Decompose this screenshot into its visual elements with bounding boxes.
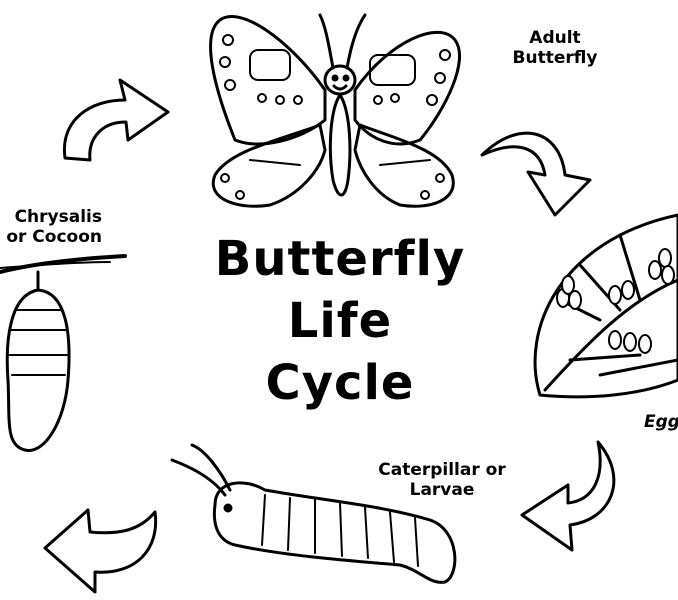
label-eggs: Eggs <box>644 412 678 432</box>
arrow-chrysalis-to-butterfly <box>62 78 170 162</box>
diagram-title: Butterfly Life Cycle <box>200 228 480 414</box>
label-chrysalis-line-2: or Cocoon <box>6 227 102 247</box>
label-adult-line-2: Butterfly <box>512 48 598 68</box>
title-line-2: Life <box>287 293 393 349</box>
label-caterpillar-larvae: Caterpillar or Larvae <box>372 460 512 500</box>
label-adult-line-1: Adult <box>529 28 581 48</box>
label-adult-butterfly: Adult Butterfly <box>500 28 610 68</box>
label-eggs-line-1: Eggs <box>644 412 678 432</box>
arrow-caterpillar-to-chrysalis <box>43 508 158 594</box>
label-chrysalis-cocoon: Chrysalis or Cocoon <box>0 207 102 247</box>
title-line-3: Cycle <box>265 355 415 411</box>
label-caterpillar-line-2: Larvae <box>409 480 475 500</box>
chrysalis-drawing <box>0 254 127 452</box>
butterfly-drawing <box>209 13 461 208</box>
leaf-with-eggs-drawing <box>533 213 678 399</box>
label-caterpillar-line-1: Caterpillar or <box>378 460 506 480</box>
arrow-butterfly-to-eggs <box>480 131 592 217</box>
title-line-1: Butterfly <box>214 231 466 287</box>
arrow-eggs-to-caterpillar <box>520 440 616 552</box>
caterpillar-drawing <box>170 443 457 584</box>
label-chrysalis-line-1: Chrysalis <box>14 207 102 227</box>
